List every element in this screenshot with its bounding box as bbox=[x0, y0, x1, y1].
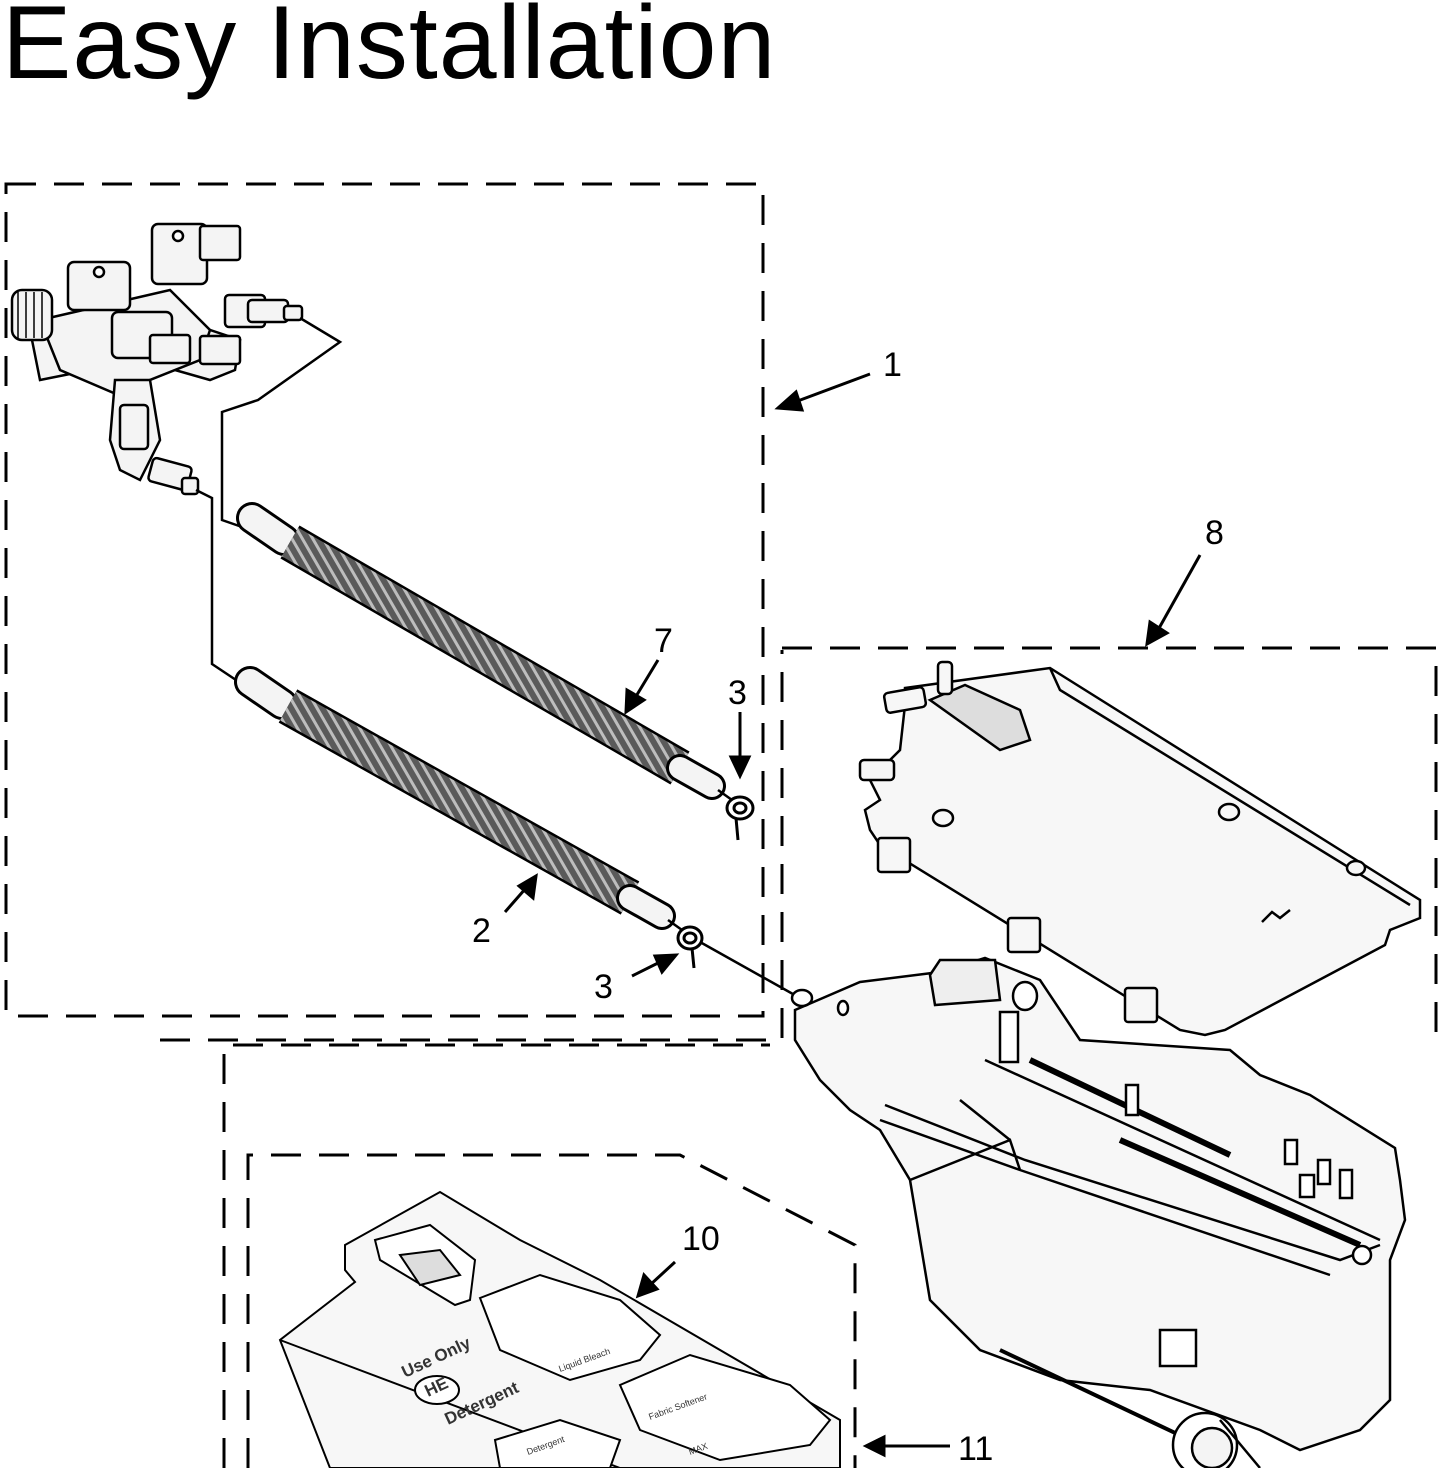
callout-label-10: 10 bbox=[682, 1220, 720, 1258]
dispenser-housing bbox=[790, 956, 1407, 1468]
callout-label-7: 7 bbox=[654, 622, 673, 660]
callout-label-11: 11 bbox=[958, 1430, 993, 1468]
page-title: Easy Installation bbox=[2, 0, 777, 101]
group-box-valve-assembly bbox=[4, 182, 765, 1018]
group-box-dispenser bbox=[782, 646, 1438, 1040]
callout-arrows bbox=[503, 372, 1202, 1458]
callout-label-2: 2 bbox=[472, 912, 491, 950]
dispenser-tray bbox=[278, 1190, 841, 1468]
callout-label-8: 8 bbox=[1205, 514, 1224, 552]
valve-connector-tubes bbox=[195, 316, 343, 690]
hose-clamp-3-lower bbox=[676, 925, 704, 969]
inlet-hose-7 bbox=[236, 502, 733, 802]
callout-label-1: 1 bbox=[883, 346, 902, 384]
hose-clamp-3-upper bbox=[725, 795, 755, 841]
group-box-valve-assembly-shadow bbox=[160, 650, 784, 1042]
water-valve-assembly bbox=[10, 222, 304, 496]
group-box-tray-outer bbox=[222, 1043, 770, 1468]
inlet-hose-2 bbox=[234, 666, 801, 1000]
dispenser-cover bbox=[858, 660, 1422, 1037]
callout-label-3-upper: 3 bbox=[728, 674, 747, 712]
callout-label-3-lower: 3 bbox=[594, 968, 613, 1006]
group-box-tray-inner bbox=[246, 1153, 857, 1468]
